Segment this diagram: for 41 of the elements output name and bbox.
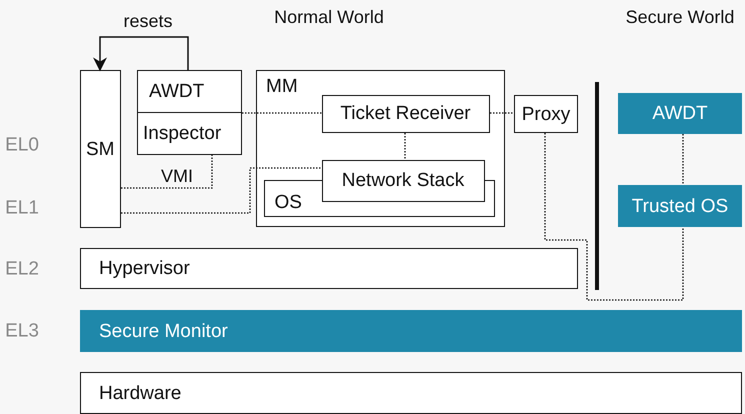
process-box <box>137 70 242 113</box>
process-box <box>137 112 242 155</box>
edge-label: resets <box>123 12 173 30</box>
exception-level-label: EL3 <box>5 322 39 340</box>
dotted-connector <box>544 133 684 301</box>
process-box <box>322 160 484 202</box>
edge-label: VMI <box>161 167 193 185</box>
box-label: AWDT <box>652 104 708 123</box>
secure-box <box>618 185 742 227</box>
box-label: Trusted OS <box>632 196 728 216</box>
process-box <box>322 94 490 132</box>
layer-bar <box>80 372 742 414</box>
box-label: SM <box>86 140 114 158</box>
dotted-connector <box>121 155 213 189</box>
container-box <box>256 70 505 227</box>
exception-level-label: EL2 <box>5 260 39 278</box>
box-label: Secure Monitor <box>99 322 228 340</box>
box-label: Ticket Receiver <box>340 104 471 123</box>
world-heading: Normal World <box>274 8 384 26</box>
dotted-connector <box>682 134 684 185</box>
box-label: Hardware <box>99 384 182 402</box>
process-box <box>514 95 578 133</box>
box-label: MM <box>266 77 298 96</box>
arrow <box>93 36 189 72</box>
box-label: Inspector <box>143 124 222 143</box>
dotted-connector <box>121 167 322 214</box>
box-label: Hypervisor <box>99 259 190 278</box>
dotted-connector <box>490 112 514 114</box>
box-label: Proxy <box>522 104 570 124</box>
world-heading: Secure World <box>626 8 734 26</box>
dotted-connector <box>404 133 406 160</box>
secure-box <box>618 93 742 134</box>
module-box <box>80 70 121 228</box>
dotted-connector <box>242 112 322 114</box>
box-label: AWDT <box>149 82 204 101</box>
exception-level-label: EL1 <box>5 198 39 218</box>
layer-bar <box>80 248 578 289</box>
box-label: OS <box>274 192 302 212</box>
exception-level-label: EL0 <box>5 136 39 154</box>
box-label: Network Stack <box>342 171 464 190</box>
layer-bar <box>80 310 742 352</box>
